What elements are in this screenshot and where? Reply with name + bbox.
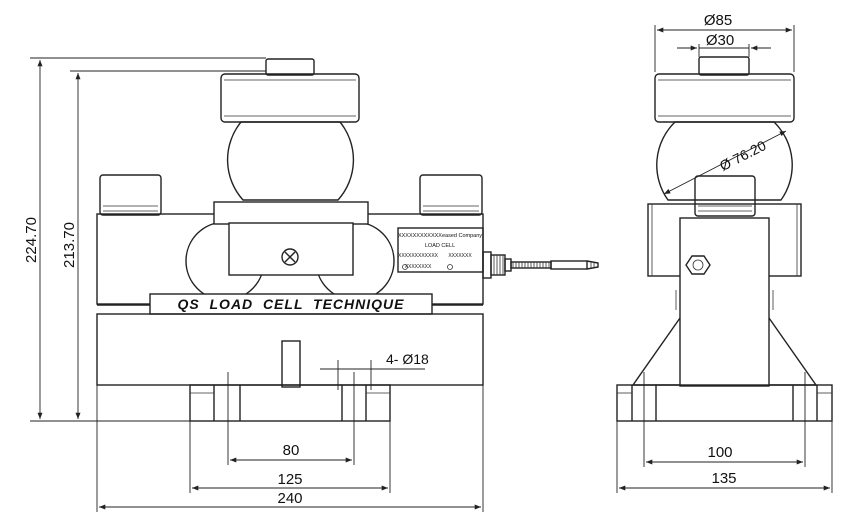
dim-pin-diameter: Ø30 xyxy=(706,32,734,49)
hex-bolt-icon xyxy=(685,255,711,275)
left-gusset xyxy=(631,317,681,386)
label-company: XXXXXXXXXXXXeased Company xyxy=(398,233,482,239)
side-ball xyxy=(656,121,793,201)
left-knob xyxy=(99,174,162,216)
dim-hole-spec: 4- Ø18 xyxy=(386,351,429,367)
front-view: XXXXXXXXXXXXeased Company LOAD CELL XXXX… xyxy=(23,57,599,512)
center-slot xyxy=(281,340,301,388)
dim-side-base-width: 135 xyxy=(711,470,736,487)
top-pin xyxy=(265,58,315,76)
side-top-cap xyxy=(654,73,795,123)
label-line-b: XXXXXXX xyxy=(448,253,472,259)
right-knob xyxy=(419,174,483,216)
dim-hole-spacing: 80 xyxy=(283,442,300,459)
screw-icon xyxy=(281,248,299,266)
label-line-c: XXXXXXXX xyxy=(405,264,432,270)
body-lower xyxy=(96,313,484,386)
side-base xyxy=(616,384,833,422)
dim-cap-diameter: Ø85 xyxy=(704,12,732,29)
saddle-plate xyxy=(213,201,369,225)
side-top-pin xyxy=(698,56,750,76)
side-view: Ø85 Ø30 Ø 76.20 xyxy=(616,12,833,493)
cable-end xyxy=(550,260,599,270)
dim-base-width: 125 xyxy=(277,471,302,488)
top-cap xyxy=(220,73,360,123)
dim-side-hole-spacing: 100 xyxy=(707,444,732,461)
dim-body-length: 240 xyxy=(277,490,302,507)
ball xyxy=(226,121,355,201)
cable-gland xyxy=(482,251,512,279)
right-gusset xyxy=(768,317,818,386)
cert-mark-icon xyxy=(402,264,408,270)
label-line-a: XXXXXXXXXXXX xyxy=(398,253,439,259)
cert-mark-icon xyxy=(447,264,453,270)
dim-total-height: 224.70 xyxy=(23,217,40,263)
dim-seat-height: 213.70 xyxy=(61,222,78,268)
base-plate xyxy=(189,384,391,422)
label-plate xyxy=(397,227,484,273)
band-text: QS LOAD CELL TECHNIQUE xyxy=(178,296,405,312)
side-column xyxy=(679,217,770,387)
cable-spring xyxy=(510,261,552,269)
dim-ball-diameter: Ø 76.20 xyxy=(717,137,769,174)
side-knob xyxy=(694,175,756,217)
label-product: LOAD CELL xyxy=(425,243,455,249)
